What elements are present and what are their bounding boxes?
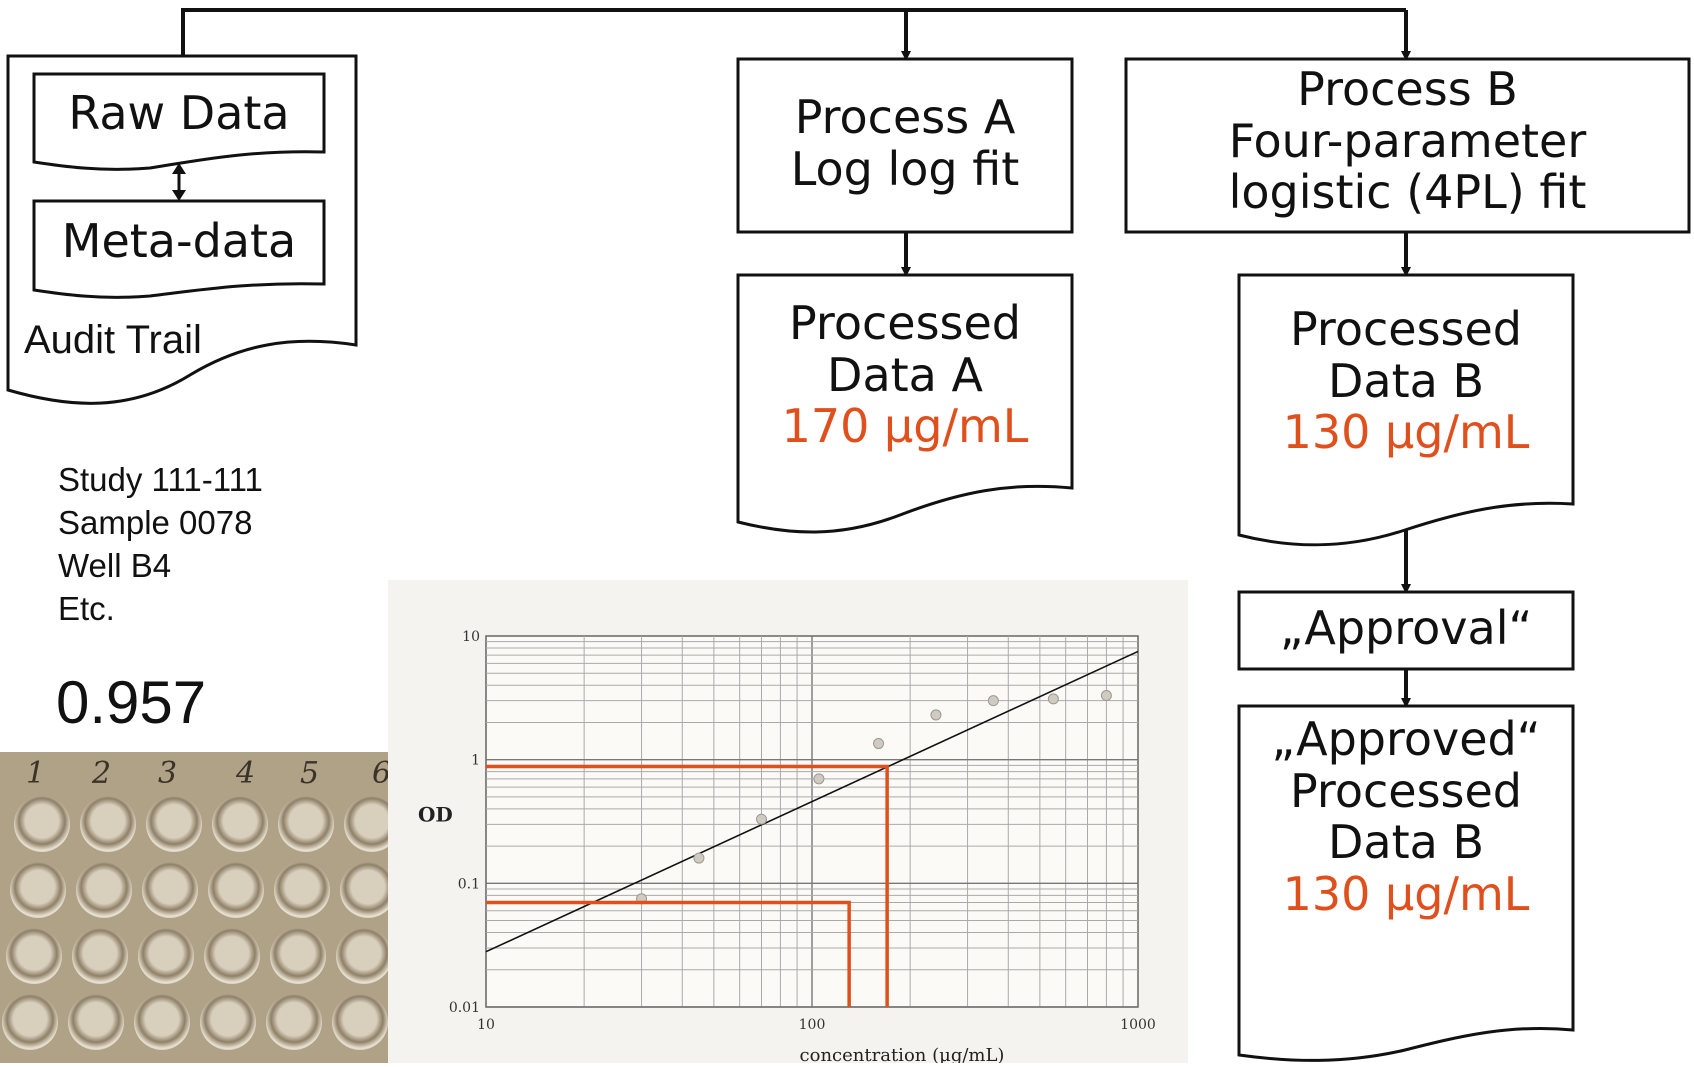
plate-well: [336, 928, 392, 984]
processed-data-b-shape: [1237, 273, 1575, 547]
process-b-title-line1: Process B: [1297, 62, 1518, 116]
raw-data-shape: [32, 72, 326, 171]
approved-data-b-shape: [1237, 704, 1575, 1062]
data-point: [693, 852, 705, 864]
x-tick-label: 10: [477, 1017, 495, 1033]
column-label-2: 2: [92, 756, 112, 791]
process-a-title: Process A Log log fit: [738, 90, 1072, 196]
processed-data-b-label: Processed Data B 130 µg/mL: [1239, 302, 1573, 460]
plate-well: [204, 928, 260, 984]
x-tick-label: 100: [799, 1017, 826, 1033]
data-point: [1047, 693, 1059, 705]
process-a-title-line1: Process A: [794, 90, 1016, 144]
column-label-1: 1: [26, 756, 46, 791]
y-tick-label: 0.01: [449, 1000, 480, 1016]
plate-well: [332, 994, 388, 1050]
meta-data-label: Meta-data: [61, 214, 297, 268]
plate-well: [270, 928, 326, 984]
data-point: [987, 695, 999, 707]
approved-data-b-line3: Data B: [1327, 815, 1484, 870]
microplate-photo: 1 2 3 4 5 6: [0, 752, 398, 1063]
x-axis-label: concentration (µg/mL): [800, 1045, 1005, 1063]
process-a-title-line2: Log log fit: [790, 141, 1020, 196]
raw-meta-link-head-up: [172, 163, 186, 174]
readout-line: [486, 900, 851, 1007]
plate-well: [76, 862, 132, 918]
plate-well: [6, 928, 62, 984]
processed-data-a-value: 170 µg/mL: [781, 399, 1029, 454]
raw-data-label: Raw Data: [68, 86, 290, 140]
plate-well: [208, 862, 264, 918]
plate-well: [278, 796, 334, 852]
processed-data-a-line1: Processed: [789, 296, 1021, 350]
plate-well: [14, 796, 70, 852]
raw-reading-value: 0.957: [56, 669, 207, 736]
approved-data-b-line1: „Approved“: [1271, 712, 1541, 766]
meta-data-shape: [32, 199, 326, 299]
data-point: [930, 709, 942, 721]
plate-well: [68, 994, 124, 1050]
approved-data-b-line2: Processed: [1290, 763, 1522, 818]
processed-data-b-line1: Processed: [1290, 302, 1522, 356]
processed-data-a-label: Processed Data A 170 µg/mL: [738, 296, 1072, 454]
data-point: [813, 773, 825, 785]
sample-info-sample: Sample 0078: [58, 504, 253, 541]
data-point: [873, 738, 885, 750]
plate-well: [266, 994, 322, 1050]
audit-trail-label: Audit Trail: [24, 318, 202, 362]
column-label-4: 4: [236, 756, 256, 791]
sample-info-etc: Etc.: [58, 590, 115, 627]
process-b-title-line2: Four-parameter: [1228, 113, 1587, 168]
approval-box: [1237, 590, 1575, 671]
processed-data-b-value: 130 µg/mL: [1282, 405, 1530, 460]
plate-well: [212, 796, 268, 852]
column-label-5: 5: [300, 756, 320, 791]
y-tick-label: 1: [471, 753, 480, 769]
approval-label: „Approval“: [1279, 601, 1533, 655]
data-point: [1100, 690, 1112, 702]
process-b-title-line3: logistic (4PL) fit: [1228, 165, 1587, 220]
plate-well: [146, 796, 202, 852]
approved-data-b-label: „Approved“ Processed Data B 130 µg/mL: [1239, 712, 1573, 921]
process-b-title: Process B Four-parameter logistic (4PL) …: [1126, 62, 1689, 220]
y-axis-label: OD: [418, 803, 453, 827]
processed-data-b-line2: Data B: [1327, 353, 1484, 408]
sample-info-well: Well B4: [58, 547, 172, 584]
process-a-box: [736, 57, 1074, 234]
processed-data-a-shape: [736, 273, 1074, 534]
data-point: [756, 813, 768, 825]
plate-well: [72, 928, 128, 984]
sample-info-study: Study 111-111: [58, 461, 263, 498]
top-connector-line: [181, 8, 1406, 56]
column-label-6: 6: [372, 756, 392, 791]
processed-data-a-line2: Data A: [827, 347, 983, 402]
column-label-3: 3: [158, 756, 178, 791]
y-tick-label: 0.1: [458, 876, 480, 892]
x-tick-label: 1000: [1120, 1017, 1156, 1033]
y-tick-label: 10: [462, 629, 480, 645]
plate-well: [340, 862, 396, 918]
plate-well: [200, 994, 256, 1050]
approved-data-b-value: 130 µg/mL: [1282, 866, 1530, 921]
raw-meta-link-head-down: [172, 190, 186, 201]
plate-well: [138, 928, 194, 984]
plate-well: [142, 862, 198, 918]
plate-well: [2, 994, 58, 1050]
plate-well: [274, 862, 330, 918]
plate-well: [10, 862, 66, 918]
sample-info-block: Study 111-111 Sample 0078 Well B4 Etc.: [58, 458, 263, 630]
plate-well: [80, 796, 136, 852]
readout-line: [486, 764, 889, 1007]
plate-well: [134, 994, 190, 1050]
